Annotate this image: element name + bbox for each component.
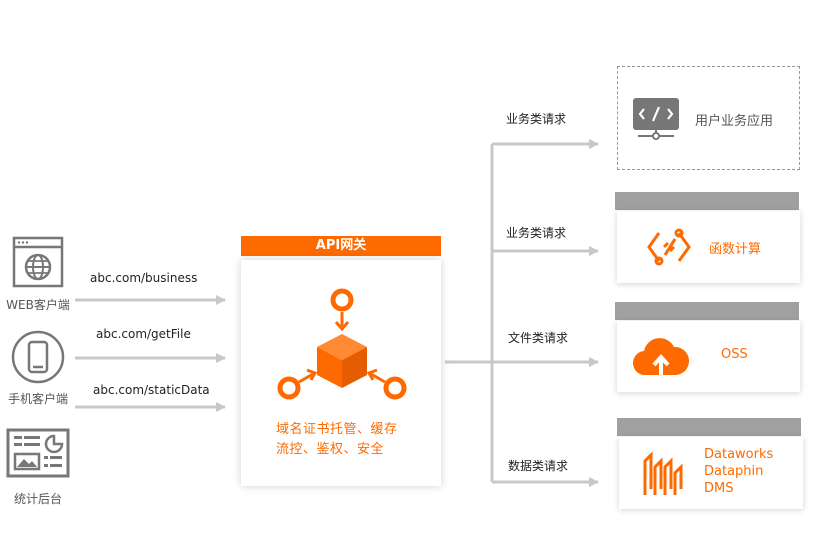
code-monitor-icon: [633, 98, 679, 140]
mobile-client-label: 手机客户端: [7, 392, 68, 406]
request-label-business-2: 业务类请求: [506, 226, 567, 240]
service-data-bar: [617, 418, 801, 436]
dashboard-icon: [6, 428, 70, 478]
function-compute-icon: [647, 228, 691, 266]
service-user-app-label: 用户业务应用: [695, 114, 774, 129]
gateway-title: API网关: [241, 236, 441, 256]
mobile-phone-icon: [11, 330, 65, 384]
service-oss: OSS: [617, 321, 800, 392]
service-data: Dataworks Dataphin DMS: [619, 437, 803, 509]
gateway-cube-icon: [277, 288, 407, 400]
request-label-business-1: 业务类请求: [506, 112, 567, 126]
gateway-card: 域名证书托管、缓存 流控、鉴权、安全: [241, 260, 441, 486]
web-client: WEB客户端: [0, 236, 76, 313]
service-fc-bar: [615, 192, 799, 210]
service-function-compute: 函数计算: [617, 211, 800, 283]
url-business: abc.com/business: [90, 271, 198, 285]
service-fc-label: 函数计算: [709, 242, 762, 257]
gateway-features-2: 流控、鉴权、安全: [276, 442, 385, 457]
web-client-label: WEB客户端: [6, 298, 70, 312]
request-label-data: 数据类请求: [508, 459, 569, 473]
web-browser-icon: [12, 236, 64, 288]
stats-backend-label: 统计后台: [13, 492, 62, 506]
service-user-app: 用户业务应用: [617, 66, 800, 170]
service-oss-bar: [615, 302, 799, 320]
service-data-line2: Dataphin: [704, 464, 764, 479]
service-data-line1: Dataworks: [704, 447, 774, 462]
data-bars-icon: [643, 451, 683, 495]
mobile-client: 手机客户端: [0, 330, 76, 407]
cloud-upload-icon: [632, 338, 690, 376]
stats-backend: 统计后台: [0, 428, 76, 507]
url-staticdata: abc.com/staticData: [93, 383, 210, 397]
service-oss-label: OSS: [721, 347, 748, 362]
gateway-features-1: 域名证书托管、缓存: [276, 422, 398, 437]
service-data-line3: DMS: [704, 481, 734, 496]
request-label-file: 文件类请求: [508, 331, 569, 345]
url-getfile: abc.com/getFile: [96, 327, 191, 341]
